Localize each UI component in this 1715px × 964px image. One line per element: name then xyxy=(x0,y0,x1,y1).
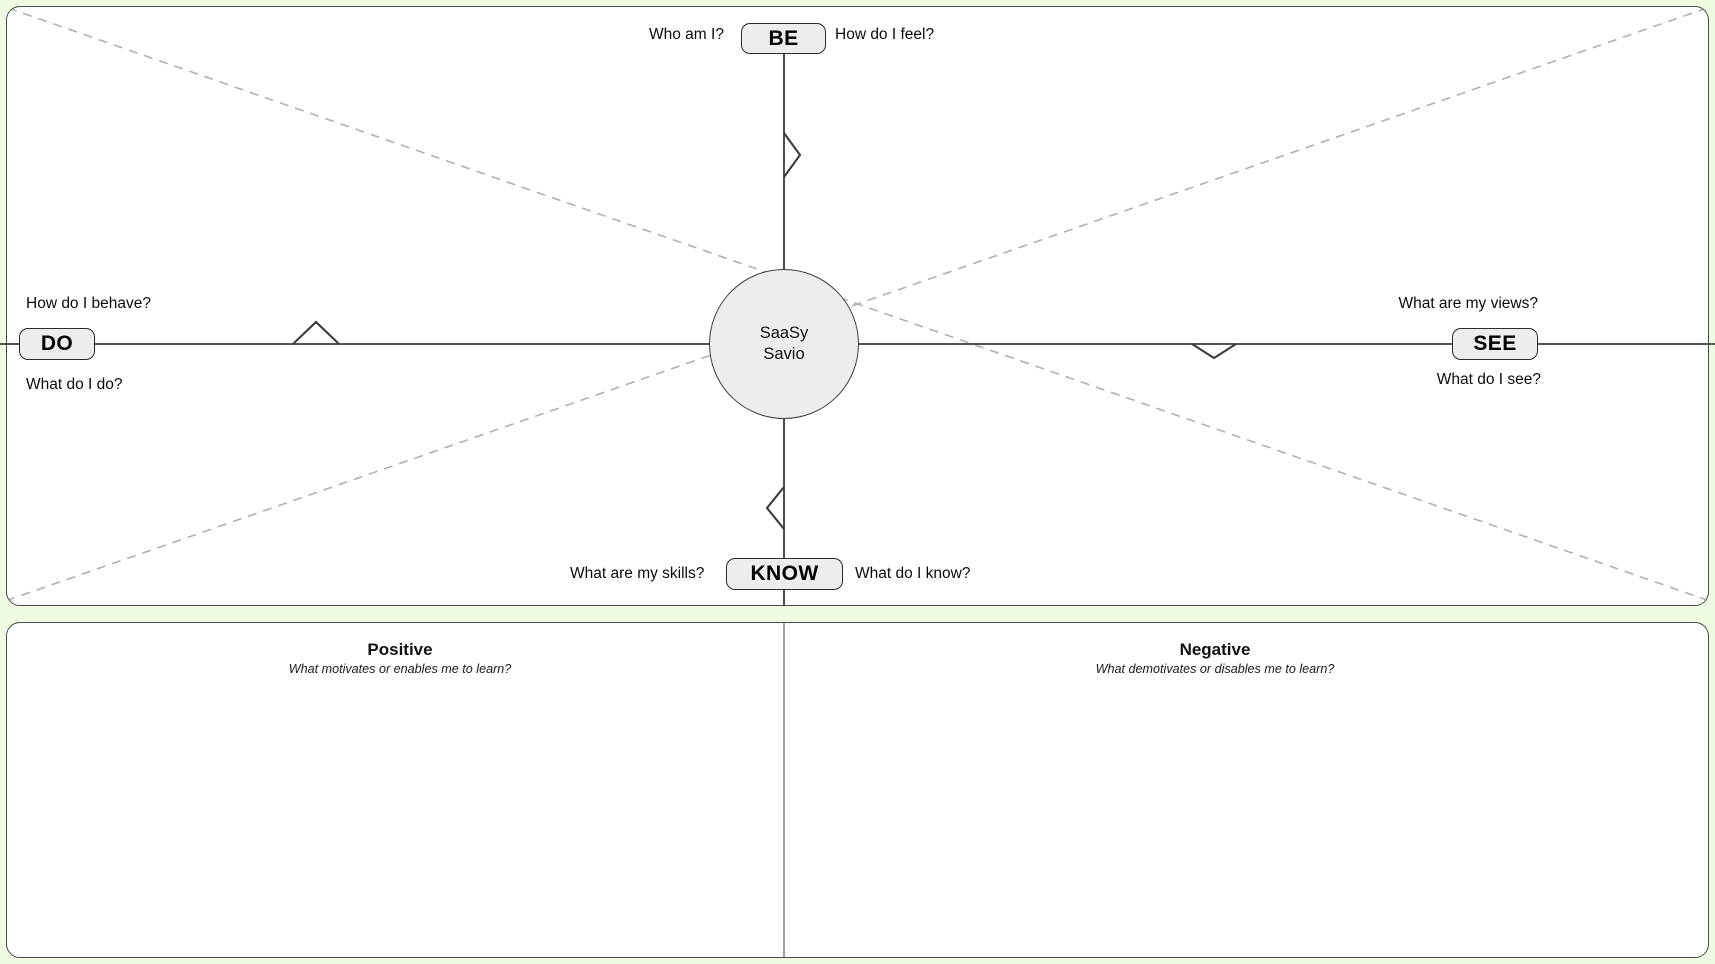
question-do-below: What do I do? xyxy=(26,376,123,393)
question-be-right: How do I feel? xyxy=(835,26,935,43)
question-do-above: How do I behave? xyxy=(26,295,151,312)
pole-do[interactable]: DO xyxy=(19,328,95,360)
question-see-below: What do I see? xyxy=(1436,371,1541,388)
positive-section[interactable]: Positive What motivates or enables me to… xyxy=(0,640,800,676)
pole-know-label: KNOW xyxy=(750,562,819,585)
question-see-above: What are my views? xyxy=(1398,295,1538,312)
negative-section[interactable]: Negative What demotivates or disables me… xyxy=(815,640,1615,676)
positive-title: Positive xyxy=(367,640,433,659)
pole-do-label: DO xyxy=(40,332,74,355)
persona-name: SaaSy Savio xyxy=(759,324,809,363)
question-know-left: What are my skills? xyxy=(570,565,705,582)
pole-know[interactable]: KNOW xyxy=(726,558,843,590)
negative-title: Negative xyxy=(1179,640,1251,659)
negative-subtitle: What demotivates or disables me to learn… xyxy=(1095,662,1335,676)
pole-be-label: BE xyxy=(768,26,799,50)
positive-subtitle: What motivates or enables me to learn? xyxy=(288,662,512,676)
pole-see-label: SEE xyxy=(1473,332,1517,355)
motivation-panel xyxy=(6,622,1709,958)
pole-be[interactable]: BE xyxy=(741,23,826,54)
question-know-right: What do I know? xyxy=(855,565,971,582)
persona-center-node[interactable]: SaaSy Savio xyxy=(709,269,859,419)
pole-see[interactable]: SEE xyxy=(1452,328,1538,360)
question-be-left: Who am I? xyxy=(649,26,724,43)
